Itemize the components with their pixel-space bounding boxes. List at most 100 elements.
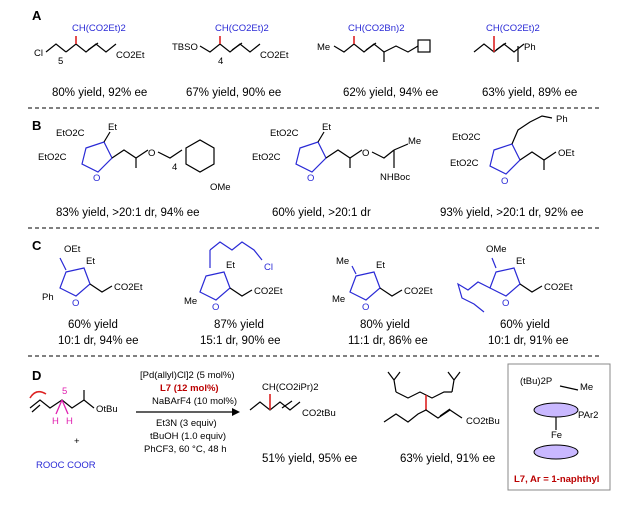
a3-malonate: CH(CO2Bn)2 (348, 23, 405, 34)
a4-malonate: CH(CO2Et)2 (486, 23, 540, 34)
structure-b1: EtO2C EtO2C O Et O 4 OMe (38, 122, 231, 193)
b1-eto2c-2: EtO2C (38, 152, 67, 163)
a3-me: Me (317, 42, 330, 53)
c1-oet: OEt (64, 244, 81, 255)
a2-malonate: CH(CO2Et)2 (215, 23, 269, 34)
structure-b2: EtO2C EtO2C O Et O Me NHBoc (252, 122, 421, 184)
caption-c2-yield: 87% yield (214, 319, 264, 331)
caption-a2: 67% yield, 90% ee (186, 87, 281, 99)
b1-ome: OMe (210, 182, 231, 193)
ligand-par2: PAr2 (578, 410, 598, 421)
reaction-conditions: [Pd(allyl)Cl]2 (5 mol%) L7 (12 mol%) NaB… (136, 370, 240, 455)
a2-co2et: CO2Et (260, 50, 289, 61)
b2-o-ester: O (362, 148, 369, 159)
b2-me: Me (408, 136, 421, 147)
b1-o: O (93, 173, 100, 184)
c2-cl: Cl (264, 262, 273, 273)
structure-c3: Me O Et Me CO2Et (332, 256, 433, 313)
c1-et: Et (86, 256, 95, 267)
b3-eto2c-2: EtO2C (450, 158, 479, 169)
product-d2: CO2tBu (383, 371, 500, 427)
c2-et: Et (226, 260, 235, 271)
caption-a3: 62% yield, 94% ee (343, 87, 438, 99)
a1-malonate: CH(CO2Et)2 (72, 23, 126, 34)
a1-cl: Cl (34, 48, 43, 59)
c1-ph: Ph (42, 292, 54, 303)
caption-d2: 63% yield, 91% ee (400, 453, 495, 465)
a2-n4: 4 (218, 56, 223, 67)
b2-eto2c-2: EtO2C (252, 152, 281, 163)
ligand-fe: Fe (551, 430, 562, 441)
c3-et: Et (376, 260, 385, 271)
ligand-l7-box: (tBu)2P Me PAr2 Fe L7, Ar = 1-naphthyl (507, 363, 611, 491)
caption-c3-yield: 80% yield (360, 319, 410, 331)
section-label-b: B (32, 118, 41, 133)
a4-ph: Ph (524, 42, 536, 53)
caption-c1-yield: 60% yield (68, 319, 118, 331)
d1-ester: CO2tBu (302, 408, 336, 419)
c2-me: Me (184, 296, 197, 307)
reaction-arrow-head (232, 408, 240, 416)
cond-base: Et3N (3 equiv) (156, 418, 217, 429)
structure-c1: OEt O Et Ph CO2Et (42, 244, 143, 309)
b2-nhboc: NHBoc (380, 172, 410, 183)
rotation-arrow-icon (29, 390, 47, 399)
caption-c3-dr: 11:1 dr, 86% ee (348, 335, 428, 347)
d2-ester: CO2tBu (466, 416, 500, 427)
c4-co2et: CO2Et (544, 282, 573, 293)
b2-et: Et (322, 122, 331, 133)
b2-o: O (307, 173, 314, 184)
a1-co2et: CO2Et (116, 50, 145, 61)
malonate-reagent: ROOC COOR (36, 460, 96, 471)
caption-c4-yield: 60% yield (500, 319, 550, 331)
substrate-d: H H 5 OtBu + ROOC COOR (29, 386, 118, 471)
c3-co2et: CO2Et (404, 286, 433, 297)
cond-solvent: PhCF3, 60 °C, 48 h (144, 444, 226, 455)
cond-catalyst: [Pd(allyl)Cl]2 (5 mol%) (140, 370, 235, 381)
caption-a1: 80% yield, 92% ee (52, 87, 147, 99)
c4-o: O (502, 298, 509, 309)
caption-c2-dr: 15:1 dr, 90% ee (200, 335, 281, 347)
section-label-c: C (32, 238, 42, 253)
cp-ring-bottom (533, 444, 579, 460)
c3-me-acyl: Me (336, 256, 349, 267)
d1-malonate: CH(CO2iPr)2 (262, 382, 318, 393)
substrate-pos5: 5 (62, 386, 67, 397)
structure-b3: EtO2C EtO2C O Ph OEt (450, 114, 575, 187)
caption-a4: 63% yield, 89% ee (482, 87, 577, 99)
caption-b2: 60% yield, >20:1 dr (272, 207, 371, 219)
ligand-caption: L7, Ar = 1-naphthyl (514, 474, 599, 485)
b1-o-ester: O (148, 148, 155, 159)
c3-me: Me (332, 294, 345, 305)
c2-co2et: CO2Et (254, 286, 283, 297)
caption-d1: 51% yield, 95% ee (262, 453, 357, 465)
b3-ph: Ph (556, 114, 568, 125)
cond-ligand: L7 (12 mol%) (160, 383, 219, 394)
product-d1: CH(CO2iPr)2 CO2tBu (249, 382, 336, 419)
b1-n4: 4 (172, 162, 177, 173)
c1-o: O (72, 298, 79, 309)
a1-n5: 5 (58, 56, 63, 67)
b2-eto2c-1: EtO2C (270, 128, 299, 139)
substrate-obu: OtBu (96, 404, 118, 415)
structure-c2: Cl O Et Me CO2Et (184, 241, 283, 313)
section-label-a: A (32, 8, 42, 23)
caption-b3: 93% yield, >20:1 dr, 92% ee (440, 207, 584, 219)
b3-oet: OEt (558, 148, 575, 159)
structure-a4: CH(CO2Et)2 Ph (473, 23, 540, 62)
b3-eto2c-1: EtO2C (452, 132, 481, 143)
b1-et: Et (108, 122, 117, 133)
caption-b1: 83% yield, >20:1 dr, 94% ee (56, 207, 200, 219)
substrate-h-2: H (66, 416, 73, 427)
c1-co2et: CO2Et (114, 282, 143, 293)
c2-o: O (212, 302, 219, 313)
b1-eto2c-1: EtO2C (56, 128, 85, 139)
cp-ring-top (533, 402, 579, 418)
c4-ome: OMe (486, 244, 507, 255)
structure-a2: TBSO 4 CH(CO2Et)2 CO2Et (172, 23, 289, 67)
b3-o: O (501, 176, 508, 187)
cond-alcohol: tBuOH (1.0 equiv) (150, 431, 226, 442)
c4-et: Et (516, 256, 525, 267)
a2-tbso: TBSO (172, 42, 198, 53)
